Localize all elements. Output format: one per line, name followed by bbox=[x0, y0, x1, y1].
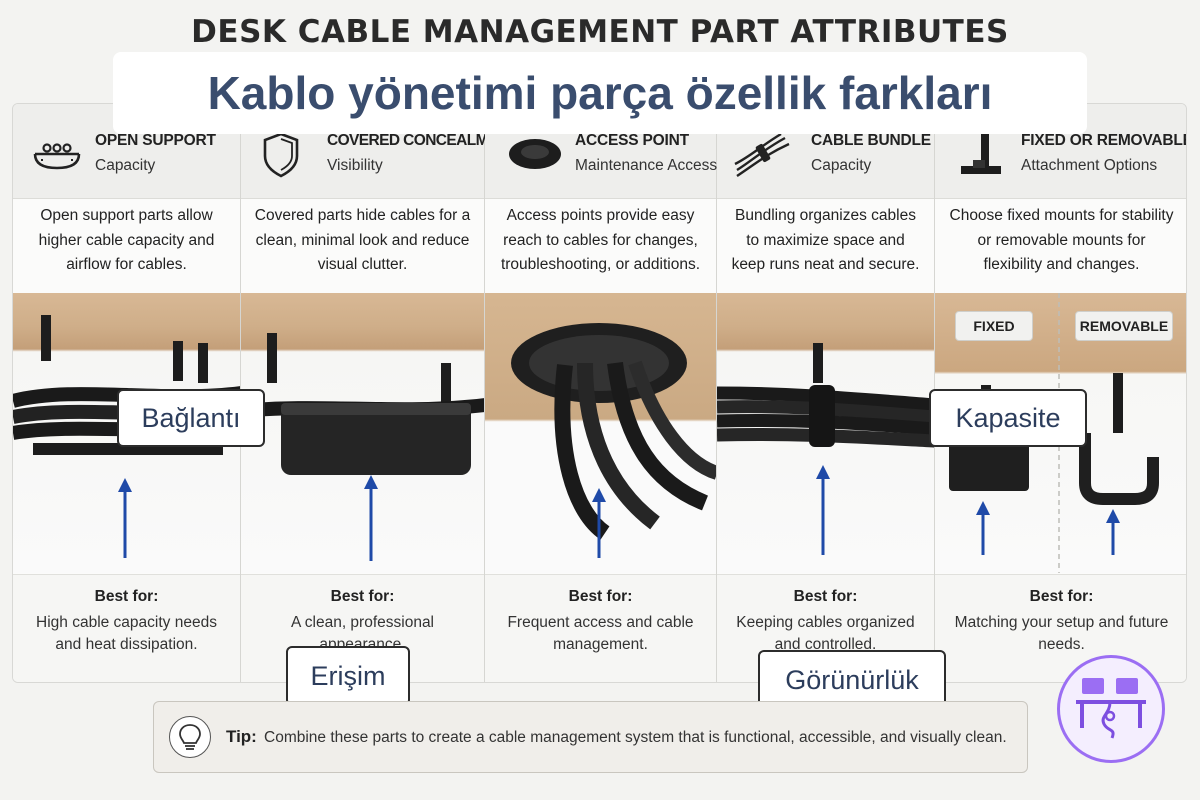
photo-covered-concealment bbox=[241, 293, 484, 573]
best-for-label: Best for: bbox=[94, 588, 159, 605]
tag-baglanti: Bağlantı bbox=[117, 389, 265, 447]
column-subtitle: Visibility bbox=[327, 157, 383, 174]
column-description: Access points provide easy reach to cabl… bbox=[500, 207, 701, 273]
column-title: OPEN SUPPORT bbox=[95, 132, 216, 149]
best-for-section: Best for: Matching your setup and future… bbox=[935, 574, 1186, 682]
column-access-point: ACCESS POINT Maintenance Access Access p… bbox=[485, 104, 718, 682]
best-for-text: Frequent access and cable management. bbox=[507, 614, 694, 653]
best-for-text: Matching your setup and future needs. bbox=[954, 614, 1169, 653]
best-for-label: Best for: bbox=[1029, 588, 1094, 605]
best-for-text: Keeping cables organized and controlled. bbox=[736, 614, 915, 653]
best-for-label: Best for: bbox=[568, 588, 633, 605]
tip-box: Tip: Combine these parts to create a cab… bbox=[153, 701, 1028, 773]
grommet-icon bbox=[509, 139, 561, 169]
best-for-section: Best for: High cable capacity needs and … bbox=[13, 574, 240, 682]
basket-icon bbox=[33, 143, 81, 170]
column-title: FIXED OR REMOVABLE bbox=[1021, 132, 1187, 149]
column-subtitle: Maintenance Access bbox=[575, 157, 718, 174]
tag-gorunurluk: Görünürlük bbox=[758, 650, 946, 710]
best-for-section: Best for: Frequent access and cable mana… bbox=[485, 574, 716, 682]
translation-banner: Kablo yönetimi parça özellik farkları bbox=[113, 52, 1087, 134]
column-cable-bundle: CABLE BUNDLE Capacity Bundling organizes… bbox=[717, 104, 935, 682]
attributes-table: OPEN SUPPORT Capacity Open support parts… bbox=[12, 103, 1187, 683]
tag-kapasite: Kapasite bbox=[929, 389, 1087, 447]
column-subtitle: Attachment Options bbox=[1021, 157, 1158, 174]
bracket-icon bbox=[961, 132, 1001, 174]
column-subtitle: Capacity bbox=[95, 157, 156, 174]
column-subtitle: Capacity bbox=[811, 157, 872, 174]
best-for-label: Best for: bbox=[793, 588, 858, 605]
column-title: CABLE BUNDLE bbox=[811, 132, 931, 149]
tip-label: Tip: bbox=[226, 727, 257, 746]
column-covered-concealment: COVERED CONCEALMENT Visibility Covered p… bbox=[241, 104, 518, 682]
photo-cable-bundle bbox=[717, 293, 934, 573]
column-description: Open support parts allow higher cable ca… bbox=[38, 207, 215, 273]
column-description: Covered parts hide cables for a clean, m… bbox=[254, 207, 471, 273]
shield-icon bbox=[263, 132, 299, 178]
column-title: ACCESS POINT bbox=[575, 132, 689, 149]
photo-access-point bbox=[485, 293, 716, 573]
column-description: Choose fixed mounts for stability or rem… bbox=[949, 207, 1174, 273]
best-for-label: Best for: bbox=[330, 588, 395, 605]
page-title: DESK CABLE MANAGEMENT PART ATTRIBUTES bbox=[191, 14, 1009, 50]
tag-erisim: Erişim bbox=[286, 646, 410, 706]
tip-text: Combine these parts to create a cable ma… bbox=[264, 729, 1007, 746]
removable-label: REMOVABLE bbox=[1075, 311, 1173, 341]
column-description: Bundling organizes cables to maximize sp… bbox=[731, 207, 920, 273]
best-for-text: High cable capacity needs and heat dissi… bbox=[36, 614, 217, 653]
desk-logo-icon bbox=[1057, 655, 1165, 763]
cable-bundle-icon bbox=[734, 132, 790, 177]
lightbulb-icon bbox=[169, 716, 211, 758]
fixed-label: FIXED bbox=[955, 311, 1033, 341]
column-title: COVERED CONCEALMENT bbox=[327, 132, 518, 149]
